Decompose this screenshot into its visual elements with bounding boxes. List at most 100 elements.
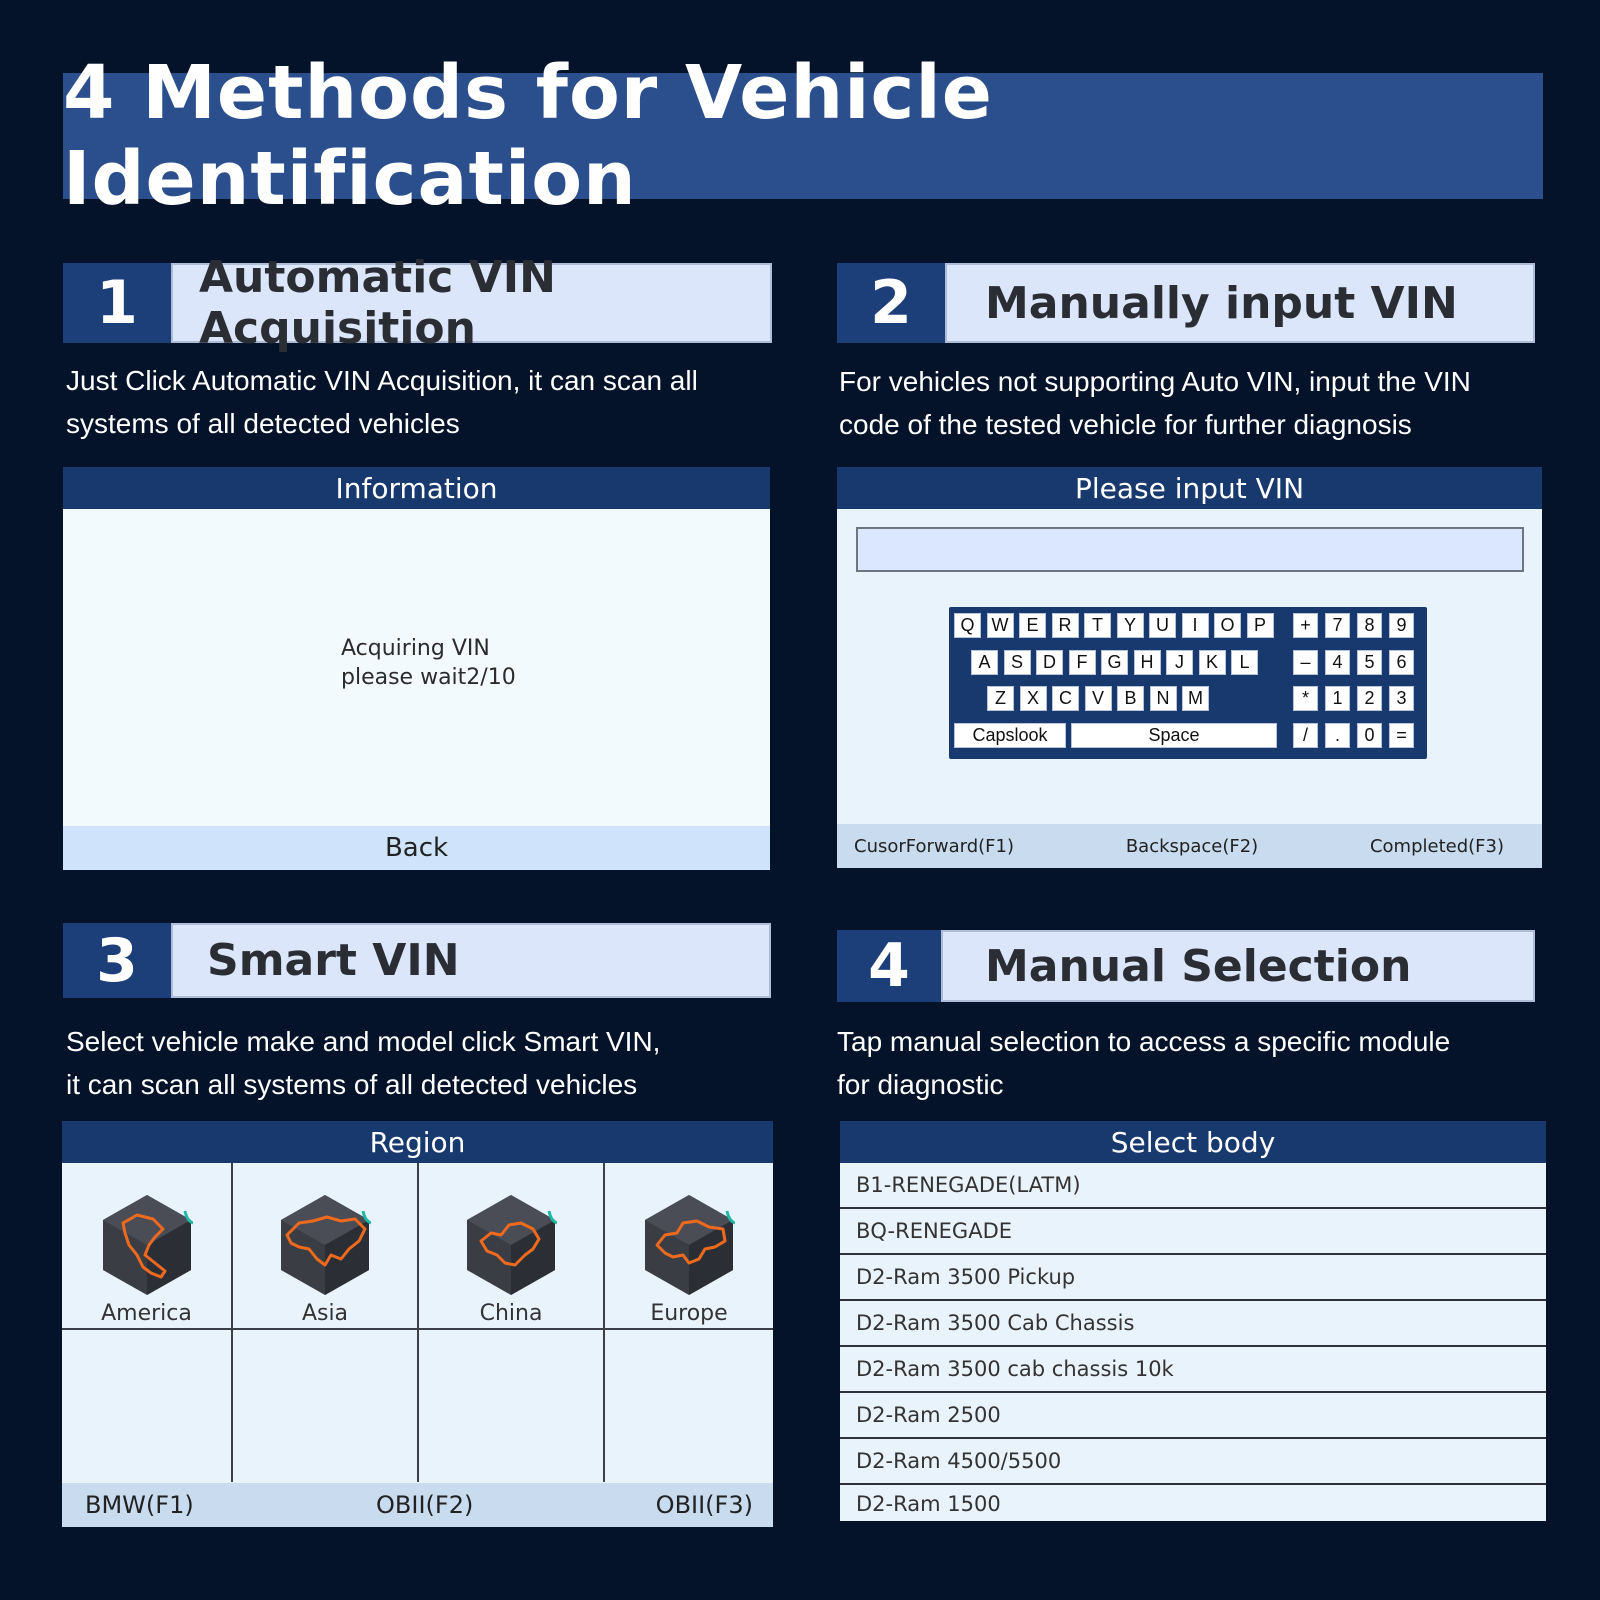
- section-1-heading: 1 Automatic VIN Acquisition: [63, 252, 772, 354]
- region-china[interactable]: China: [419, 1163, 605, 1330]
- list-item[interactable]: D2-Ram 2500: [840, 1393, 1546, 1439]
- numpad-key[interactable]: 1: [1325, 686, 1350, 711]
- key-k[interactable]: K: [1198, 650, 1226, 675]
- completed-button[interactable]: Completed(F3): [1369, 835, 1504, 857]
- bmw-f1-button[interactable]: BMW(F1): [85, 1491, 194, 1519]
- numpad-key[interactable]: –: [1293, 650, 1318, 675]
- list-item[interactable]: D2-Ram 3500 Cab Chassis: [840, 1301, 1546, 1347]
- numpad-key[interactable]: .: [1325, 723, 1350, 748]
- key-l[interactable]: L: [1231, 650, 1258, 675]
- key-b[interactable]: B: [1117, 686, 1144, 711]
- numpad-key[interactable]: 4: [1325, 650, 1350, 675]
- america-map-icon: [102, 1195, 193, 1295]
- section-2-number: 2: [837, 263, 945, 343]
- key-e[interactable]: E: [1019, 613, 1046, 638]
- obii-f3-button[interactable]: OBII(F3): [655, 1491, 753, 1519]
- numpad-key[interactable]: *: [1293, 686, 1318, 711]
- obii-f2-button[interactable]: OBII(F2): [376, 1491, 474, 1519]
- numpad-key[interactable]: /: [1293, 723, 1318, 748]
- key-d[interactable]: D: [1036, 650, 1063, 675]
- acquiring-vin-line-2: please wait2/10: [341, 665, 516, 690]
- numpad-key[interactable]: 8: [1357, 613, 1382, 638]
- section-2-desc-line-2: code of the tested vehicle for further d…: [839, 409, 1412, 440]
- section-4-heading: 4 Manual Selection: [837, 930, 1535, 1002]
- key-n[interactable]: N: [1149, 686, 1177, 711]
- key-i[interactable]: I: [1181, 613, 1209, 638]
- europe-map-icon: [645, 1195, 735, 1295]
- select-body-panel: Select body B1-RENEGADE(LATM) BQ-RENEGAD…: [840, 1121, 1546, 1521]
- acquiring-vin-line-1: Acquiring VIN: [341, 636, 490, 661]
- section-1-desc-line-1: Just Click Automatic VIN Acquisition, it…: [66, 365, 698, 396]
- list-item[interactable]: B1-RENEGADE(LATM): [840, 1163, 1546, 1209]
- region-america[interactable]: America: [62, 1163, 233, 1330]
- section-4-title: Manual Selection: [941, 930, 1535, 1002]
- key-s[interactable]: S: [1003, 650, 1031, 675]
- key-x[interactable]: X: [1019, 686, 1047, 711]
- select-body-header: Select body: [840, 1121, 1546, 1163]
- section-2-desc-line-1: For vehicles not supporting Auto VIN, in…: [839, 366, 1471, 397]
- key-f[interactable]: F: [1068, 650, 1096, 675]
- numpad-key[interactable]: 3: [1389, 686, 1414, 711]
- numpad-key[interactable]: =: [1389, 723, 1414, 748]
- key-m[interactable]: M: [1182, 686, 1209, 711]
- key-v[interactable]: V: [1084, 686, 1112, 711]
- space-key[interactable]: Space: [1071, 723, 1277, 748]
- key-j[interactable]: J: [1166, 650, 1193, 675]
- key-u[interactable]: U: [1149, 613, 1176, 638]
- section-2-heading: 2 Manually input VIN: [837, 263, 1535, 343]
- list-item[interactable]: D2-Ram 1500: [856, 1492, 1001, 1516]
- key-t[interactable]: T: [1084, 613, 1111, 638]
- vin-input-footer: CusorForward(F1) Backspace(F2) Completed…: [837, 824, 1542, 868]
- key-w[interactable]: W: [986, 613, 1014, 638]
- section-1-desc-line-2: systems of all detected vehicles: [66, 408, 460, 439]
- list-item[interactable]: BQ-RENEGADE: [840, 1209, 1546, 1255]
- page-title: 4 Methods for Vehicle Identification: [63, 50, 993, 222]
- vin-input-field[interactable]: [856, 527, 1524, 572]
- china-map-icon: [467, 1195, 557, 1295]
- back-button[interactable]: Back: [63, 826, 770, 870]
- section-4-desc-line-1: Tap manual selection to access a specifi…: [837, 1026, 1451, 1057]
- key-r[interactable]: R: [1051, 613, 1079, 638]
- region-europe[interactable]: Europe: [605, 1163, 773, 1330]
- region-empty-cell: [233, 1330, 419, 1482]
- information-panel: Information Acquiring VIN please wait2/1…: [63, 467, 770, 870]
- key-q[interactable]: Q: [954, 613, 981, 638]
- region-header: Region: [62, 1121, 773, 1163]
- numpad-key[interactable]: +: [1293, 613, 1318, 638]
- key-z[interactable]: Z: [987, 686, 1014, 711]
- region-label-america: America: [101, 1301, 192, 1326]
- cursor-forward-button[interactable]: CusorForward(F1): [854, 835, 1015, 857]
- key-a[interactable]: A: [971, 650, 998, 675]
- region-asia[interactable]: Asia: [233, 1163, 419, 1330]
- numpad-key[interactable]: 0: [1357, 723, 1382, 748]
- section-3-description: Select vehicle make and model click Smar…: [66, 1020, 660, 1106]
- body-list: B1-RENEGADE(LATM) BQ-RENEGADE D2-Ram 350…: [840, 1163, 1546, 1521]
- capslock-key[interactable]: Capslook: [954, 723, 1066, 748]
- list-item[interactable]: D2-Ram 3500 Pickup: [840, 1255, 1546, 1301]
- section-4-number: 4: [837, 930, 941, 1002]
- region-footer: BMW(F1) OBII(F2) OBII(F3): [62, 1483, 773, 1527]
- section-3-heading: 3 Smart VIN: [63, 923, 771, 998]
- key-c[interactable]: C: [1052, 686, 1079, 711]
- numpad-key[interactable]: 7: [1325, 613, 1350, 638]
- backspace-button[interactable]: Backspace(F2): [1125, 835, 1259, 857]
- list-item[interactable]: D2-Ram 3500 cab chassis 10k: [840, 1347, 1546, 1393]
- key-p[interactable]: P: [1246, 613, 1274, 638]
- key-o[interactable]: O: [1214, 613, 1241, 638]
- list-item[interactable]: D2-Ram 4500/5500: [840, 1439, 1546, 1485]
- region-empty-cell: [605, 1330, 773, 1482]
- key-h[interactable]: H: [1133, 650, 1161, 675]
- section-3-desc-line-2: it can scan all systems of all detected …: [66, 1069, 638, 1100]
- section-2-description: For vehicles not supporting Auto VIN, in…: [839, 360, 1471, 446]
- numpad-key[interactable]: 9: [1389, 613, 1414, 638]
- key-g[interactable]: G: [1101, 650, 1128, 675]
- numpad-key[interactable]: 6: [1389, 650, 1414, 675]
- key-y[interactable]: Y: [1116, 613, 1144, 638]
- section-1-description: Just Click Automatic VIN Acquisition, it…: [66, 359, 698, 445]
- numpad-key[interactable]: 2: [1357, 686, 1382, 711]
- numpad-key[interactable]: 5: [1357, 650, 1382, 675]
- acquiring-vin-message: Acquiring VIN please wait2/10: [341, 634, 516, 692]
- section-3-desc-line-1: Select vehicle make and model click Smar…: [66, 1026, 661, 1057]
